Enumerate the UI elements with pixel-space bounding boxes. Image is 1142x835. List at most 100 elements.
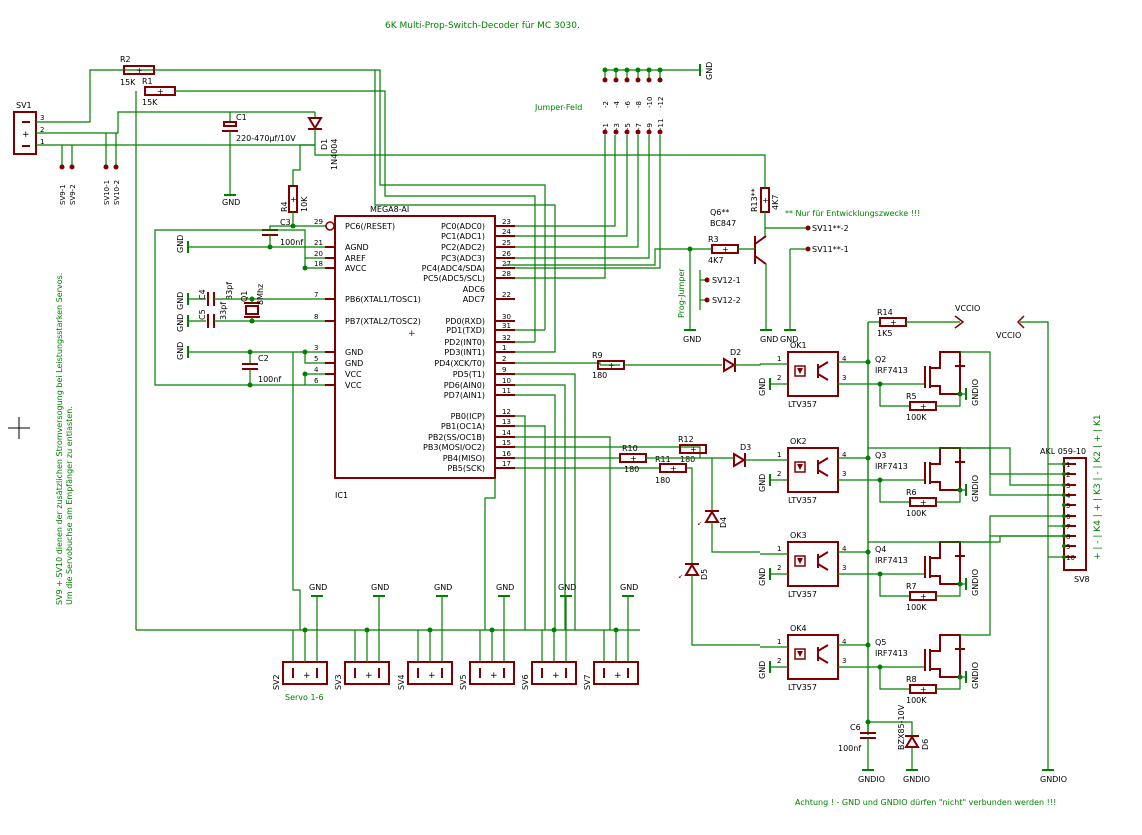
svg-text:6: 6	[1066, 513, 1071, 521]
svg-text:4: 4	[1066, 492, 1071, 500]
svg-text:17: 17	[502, 460, 511, 468]
svg-text:GND: GND	[496, 583, 514, 592]
svg-text:3: 3	[842, 374, 846, 382]
svg-text:AREF: AREF	[345, 254, 366, 263]
svg-text:C5: C5	[198, 309, 207, 320]
svg-text:GND: GND	[434, 583, 452, 592]
svg-text:Q2: Q2	[875, 355, 886, 364]
svg-text:26: 26	[502, 250, 511, 258]
svg-text:-12: -12	[657, 97, 665, 108]
svg-text:PD1(TXD): PD1(TXD)	[446, 326, 485, 335]
svg-text:180: 180	[680, 455, 695, 464]
svg-text:GND: GND	[760, 335, 778, 344]
svg-text:GNDIO: GNDIO	[1040, 775, 1067, 784]
svg-text:SV11**-1: SV11**-1	[812, 245, 849, 254]
svg-text:PC1(ADC1): PC1(ADC1)	[441, 232, 485, 241]
svg-text:3: 3	[1066, 482, 1070, 490]
svg-text:-9: -9	[646, 123, 654, 130]
svg-text:+: +	[920, 498, 927, 507]
svg-text:SV4: SV4	[397, 674, 406, 690]
svg-text:SV12-2: SV12-2	[712, 296, 741, 305]
svg-text:1: 1	[777, 638, 781, 646]
svg-text:-5: -5	[624, 123, 632, 130]
transistor-section: + R13** 4K7 Q6** BC847 + R3 4K7 GND SV12…	[505, 187, 920, 344]
svg-text:6: 6	[314, 377, 319, 385]
svg-text:+: +	[365, 671, 373, 681]
svg-text:D1: D1	[320, 139, 329, 150]
svg-text:100K: 100K	[906, 603, 927, 612]
ic1-name: IC1	[335, 491, 348, 500]
svg-text:GND: GND	[683, 335, 701, 344]
svg-text:-11: -11	[657, 119, 665, 130]
svg-text:10: 10	[502, 377, 511, 385]
schematic-title: 6K Multi-Prop-Switch-Decoder für MC 3030…	[385, 21, 580, 31]
capacitor-c2: GND C2 100nf	[176, 342, 325, 630]
svg-text:Q5: Q5	[875, 638, 886, 647]
svg-text:SV3: SV3	[334, 674, 343, 690]
svg-text:33pf: 33pf	[225, 282, 234, 300]
svg-text:R9: R9	[592, 351, 603, 360]
svg-text:R14: R14	[877, 308, 893, 317]
svg-text:D4: D4	[719, 517, 728, 528]
svg-text:PC2(ADC2): PC2(ADC2)	[441, 243, 485, 252]
svg-text:2: 2	[777, 470, 781, 478]
svg-text:1: 1	[1066, 461, 1070, 469]
svg-text:↙: ↙	[697, 520, 702, 527]
svg-text:23: 23	[502, 218, 511, 226]
svg-text:5: 5	[1066, 502, 1070, 510]
svg-text:SV5: SV5	[459, 674, 468, 690]
svg-text:SV6: SV6	[521, 674, 530, 690]
svg-text:Q1: Q1	[240, 291, 249, 302]
svg-text:SV2: SV2	[272, 674, 281, 690]
sv9-2-label: SV9-2	[69, 184, 77, 205]
svg-text:GND: GND	[758, 568, 767, 586]
svg-text:GND: GND	[780, 335, 798, 344]
svg-text:7: 7	[1066, 523, 1070, 531]
capacitor-c1: C1 220-470µf/10V GND	[222, 112, 296, 207]
svg-text:+: +	[614, 671, 622, 681]
svg-text:+: +	[722, 245, 729, 254]
svg-text:GND: GND	[176, 235, 185, 253]
ic1-value: MEGA8-AI	[370, 205, 409, 214]
output-stages: OK1LTV3571243GNDQ2IRF7413+R5100KGNDIOOK2…	[592, 322, 1064, 735]
dev-only-note: ** Nur für Entwicklungszwecke !!!	[785, 209, 920, 218]
svg-text:R6: R6	[906, 488, 917, 497]
svg-text:2: 2	[777, 657, 781, 665]
svg-text:VCCIO: VCCIO	[996, 331, 1021, 340]
svg-text:+: +	[157, 87, 164, 96]
svg-text:R13**: R13**	[750, 188, 759, 212]
svg-text:R11: R11	[655, 455, 671, 464]
svg-text:+: +	[408, 329, 416, 339]
svg-text:PC5(ADC5/SCL): PC5(ADC5/SCL)	[423, 274, 485, 283]
svg-text:5: 5	[314, 355, 318, 363]
svg-text:GND: GND	[176, 292, 185, 310]
svg-text:220-470µf/10V: 220-470µf/10V	[236, 134, 296, 143]
svg-text:BZX85-10V: BZX85-10V	[897, 704, 906, 750]
svg-text:24: 24	[502, 228, 511, 236]
svg-text:R4: R4	[280, 201, 289, 212]
svg-text:GND: GND	[176, 342, 185, 360]
svg-text:GNDIO: GNDIO	[971, 662, 980, 689]
svg-text:33pf: 33pf	[219, 302, 228, 320]
svg-text:SV7: SV7	[583, 674, 592, 690]
svg-text:+: +	[920, 685, 927, 694]
svg-text:13: 13	[502, 418, 511, 426]
svg-text:GND: GND	[758, 378, 767, 396]
svg-text:4: 4	[314, 366, 319, 374]
svg-text:R8: R8	[906, 675, 917, 684]
svg-text:2: 2	[40, 126, 44, 134]
svg-text:4: 4	[842, 545, 847, 553]
